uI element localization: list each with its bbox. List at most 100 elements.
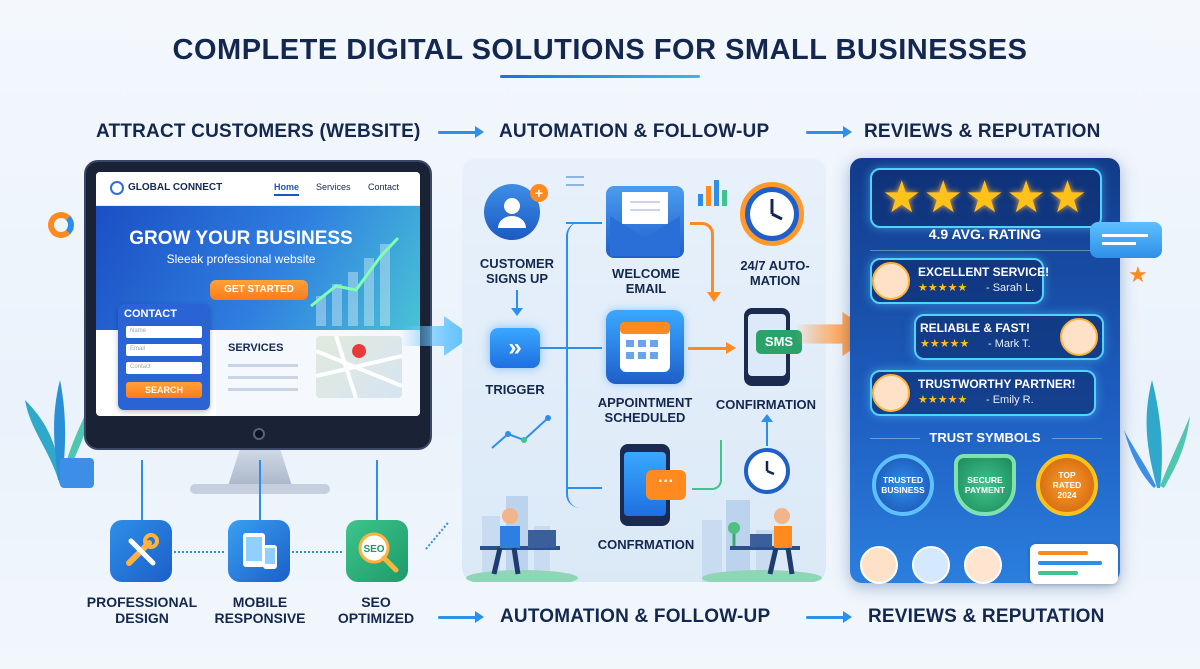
text-line [228, 364, 298, 367]
badge-text-secure: SECURE PAYMENT [964, 475, 1006, 495]
title-underline [500, 75, 700, 78]
seo-magnifier-icon: SEO [346, 520, 408, 582]
rating-bar [1038, 571, 1078, 575]
top-rated-badge: TOP RATED 2024 [1036, 454, 1098, 516]
text-line [1102, 242, 1136, 245]
name-field[interactable]: Name [126, 326, 202, 338]
flow-line-orange [690, 222, 714, 292]
list-line-icon [566, 176, 584, 178]
arrow-down-icon [707, 292, 721, 302]
connector-dotted [425, 522, 449, 550]
list-line-icon [566, 184, 584, 186]
arrow-right-icon [806, 611, 852, 623]
branch-line [566, 222, 612, 508]
services-heading: SERVICES [228, 342, 284, 354]
website-nav: GLOBAL CONNECT Home Services Contact [96, 172, 420, 206]
review-title-1: EXCELLENT SERVICE! [918, 265, 1050, 279]
nav-contact-link[interactable]: Contact [368, 182, 400, 192]
webcam-icon [253, 428, 265, 440]
flow-line [566, 347, 602, 349]
flow-line [566, 222, 602, 224]
reviewer-name-2: - Mark T. [988, 338, 1031, 350]
review-stars-3: ★★★★★ [918, 394, 968, 406]
clock-icon [740, 182, 804, 246]
person-working-icon [480, 508, 560, 575]
hero-title: GROW YOUR BUSINESS [129, 228, 353, 249]
avatar-mark [1060, 318, 1098, 356]
reviewer-name-3: - Emily R. [986, 394, 1034, 406]
trend-line-icon [491, 415, 551, 449]
connector-line [376, 460, 378, 522]
flow-line [566, 487, 602, 489]
trust-symbols-title: TRUST SYMBOLS [929, 430, 1041, 445]
plant-icon [1124, 380, 1190, 488]
email-envelope-icon [606, 186, 684, 258]
donut-chart-icon [48, 212, 74, 238]
connector-line [141, 460, 143, 522]
text-line [228, 388, 298, 391]
nav-home-link[interactable]: Home [274, 182, 300, 196]
sms-bubble: SMS [756, 330, 802, 354]
arrow-right-icon [438, 611, 484, 623]
section-header-reviews: REVIEWS & REPUTATION [864, 121, 1101, 142]
email-field[interactable]: Email [126, 344, 202, 356]
badge-text-toprated: TOP RATED 2024 [1052, 470, 1082, 500]
message-bubble-icon [1090, 222, 1162, 258]
review-title-3: TRUSTWORTHY PARTNER! [918, 377, 1076, 391]
get-started-button[interactable]: GET STARTED [210, 280, 308, 300]
review-title-2: RELIABLE & FAST! [920, 321, 1030, 335]
arrow-right-icon [806, 126, 852, 138]
connector-line [259, 460, 261, 522]
page-title: COMPLETE DIGITAL SOLUTIONS FOR SMALL BUS… [172, 34, 1028, 66]
feature-label-mobile: MOBILE RESPONSIVE [214, 594, 306, 626]
globe-icon [110, 181, 124, 195]
flow-line-orange [688, 347, 728, 350]
avatar-sarah [872, 262, 910, 300]
flow-line [540, 347, 568, 349]
nav-services-link[interactable]: Services [316, 182, 351, 192]
section-header-automation: AUTOMATION & FOLLOW-UP [499, 121, 770, 142]
feature-label-seo: SEO OPTIMIZED [337, 594, 415, 626]
automation-247-label: 24/7 AUTO-MATION [740, 258, 810, 288]
chat-bubble-icon: ··· [646, 470, 686, 500]
avatar-emily [872, 374, 910, 412]
contact-form: CONTACT Name Email Contact SEARCH [118, 304, 210, 410]
seo-icon-text: SEO [363, 544, 384, 555]
calendar-icon [606, 310, 684, 384]
confirmation-label: CONFIRMATION [715, 397, 817, 412]
flow-line [516, 290, 518, 312]
welcome-email-label: WELCOME EMAIL [612, 266, 680, 296]
arrow-right-icon [726, 342, 736, 354]
connector-dotted [174, 551, 224, 553]
customer-signs-up-label: CUSTOMER SIGNS UP [479, 256, 555, 286]
services-area: SERVICES [216, 330, 420, 416]
review-stars-2: ★★★★★ [920, 338, 970, 350]
review-stars-1: ★★★★★ [918, 282, 968, 294]
flow-line-green [692, 440, 722, 490]
divider [1052, 438, 1102, 439]
customer-avatar-1 [860, 546, 898, 584]
feature-label-design: PROFESSIONAL DESIGN [86, 594, 198, 626]
bar-chart-icon [698, 180, 727, 206]
search-button[interactable]: SEARCH [126, 382, 202, 398]
person-laptop-icon [728, 508, 800, 575]
arrow-down-icon [511, 308, 523, 316]
footer-header-reviews: REVIEWS & REPUTATION [868, 606, 1105, 627]
divider [870, 250, 1102, 251]
rating-bar [1038, 561, 1102, 565]
website-screen: GLOBAL CONNECT Home Services Contact GRO… [96, 172, 420, 416]
customer-avatar-3 [964, 546, 1002, 584]
reviewer-name-1: - Sarah L. [986, 282, 1035, 294]
five-stars-icon: ★★★★★ [882, 173, 1090, 222]
mobile-devices-icon [228, 520, 290, 582]
text-line [1102, 234, 1148, 237]
appointment-label: APPOINTMENT SCHEDULED [597, 395, 693, 425]
contact-field[interactable]: Contact [126, 362, 202, 374]
trusted-business-badge: TRUSTED BUSINESS [872, 454, 934, 516]
avg-rating-label: 4.9 AVG. RATING [928, 226, 1042, 242]
text-line [228, 376, 298, 379]
map-thumbnail [315, 335, 403, 399]
rating-summary-card [1030, 544, 1118, 584]
trigger-icon: » [490, 328, 540, 368]
trigger-label: TRIGGER [485, 382, 545, 397]
